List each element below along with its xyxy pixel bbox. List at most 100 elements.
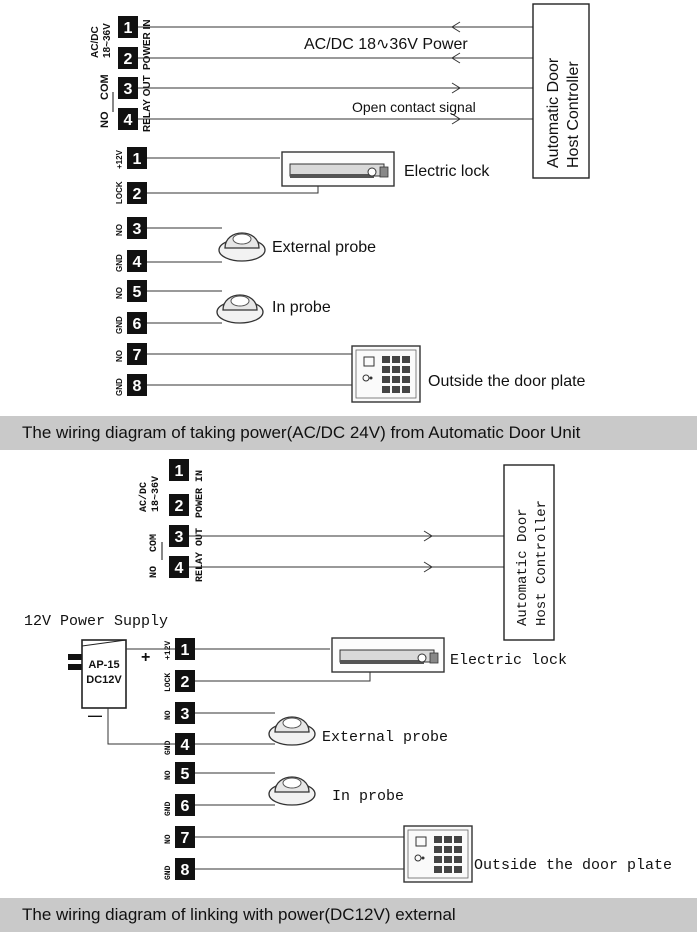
terminal-1 xyxy=(175,638,195,660)
terminal-7 xyxy=(127,343,147,365)
host-controller-line2: Host Controller xyxy=(534,500,550,626)
adapter-model: AP-15 xyxy=(88,659,119,671)
in-probe-label: In probe xyxy=(332,788,404,805)
door-plate-label: Outside the door plate xyxy=(474,857,672,874)
ac-dc-label: AC/DC xyxy=(90,26,101,58)
relay-out-label: RELAY OUT xyxy=(195,528,206,582)
external-probe-label: External probe xyxy=(322,729,448,746)
power-supply-label: 12V Power Supply xyxy=(24,613,168,630)
terminal-label: GND xyxy=(115,378,124,396)
power-adapter-icon: AP-15 DC12V xyxy=(68,639,127,709)
bottom-terminal-block-a: 1 2 3 4 POWER IN RELAY OUT AC/DC 18~36V … xyxy=(138,459,206,582)
bottom-device-wires xyxy=(107,648,404,870)
no-label: NO xyxy=(99,111,111,128)
plus-sign: + xyxy=(141,649,150,666)
terminal-number: 1 xyxy=(124,20,133,37)
terminal-8 xyxy=(127,374,147,396)
terminal-number: 4 xyxy=(133,254,142,271)
terminal-1 xyxy=(118,16,138,38)
in-probe-icon xyxy=(268,776,316,806)
terminal-number: 4 xyxy=(124,112,133,129)
terminal-1 xyxy=(127,147,147,169)
terminal-3 xyxy=(127,217,147,239)
host-controller-line1: Automatic Door xyxy=(545,57,562,168)
electric-lock-icon xyxy=(281,151,395,187)
terminal-label: NO xyxy=(115,350,124,362)
relay-out-label: RELAY OUT xyxy=(142,75,153,132)
terminal-1 xyxy=(169,459,189,481)
terminal-4 xyxy=(169,556,189,578)
bottom-caption: The wiring diagram of linking with power… xyxy=(22,905,456,924)
electric-lock-label: Electric lock xyxy=(404,163,490,180)
terminal-label: +12V xyxy=(164,641,173,660)
top-caption-banner: The wiring diagram of taking power(AC/DC… xyxy=(0,416,697,450)
terminal-number: 1 xyxy=(181,642,190,659)
terminal-label: LOCK xyxy=(164,673,173,692)
in-probe-label: In probe xyxy=(272,299,331,316)
door-plate-label: Outside the door plate xyxy=(428,373,586,390)
open-contact-signal: Open contact signal xyxy=(352,99,476,115)
bottom-caption-banner: The wiring diagram of linking with power… xyxy=(0,898,697,932)
terminal-6 xyxy=(127,312,147,334)
in-probe-icon xyxy=(216,294,264,324)
com-label: COM xyxy=(99,74,111,100)
terminal-label: GND xyxy=(164,740,173,755)
terminal-label: NO xyxy=(164,710,173,720)
power-in-label: POWER IN xyxy=(142,19,153,70)
terminal-8 xyxy=(175,858,195,880)
minus-sign: — xyxy=(88,707,102,723)
terminal-2 xyxy=(169,494,189,516)
voltage-range-label: 18~36V xyxy=(102,23,113,58)
terminal-label: GND xyxy=(164,865,173,880)
keypad-icon xyxy=(403,825,473,883)
terminal-number: 3 xyxy=(181,706,190,723)
terminal-number: 4 xyxy=(175,560,184,577)
terminal-number: 3 xyxy=(175,529,184,546)
bottom-host-controller: Automatic Door Host Controller xyxy=(503,464,555,641)
bottom-terminal-block-b: 1 2 3 4 5 6 7 8 +12V LOCK NO GND NO GND … xyxy=(164,638,195,880)
terminal-label: NO xyxy=(115,287,124,299)
terminal-2 xyxy=(175,670,195,692)
terminal-number: 6 xyxy=(181,798,190,815)
terminal-3 xyxy=(175,702,195,724)
ac-dc-label: AC/DC xyxy=(138,482,150,512)
terminal-label: +12V xyxy=(115,149,124,169)
terminal-number: 1 xyxy=(133,151,142,168)
no-label: NO xyxy=(149,566,160,578)
terminal-label: NO xyxy=(164,834,173,844)
terminal-number: 8 xyxy=(133,378,142,395)
top-terminal-block-b: 1 2 3 4 5 6 7 8 +12V LOCK NO GND NO GND … xyxy=(115,147,147,396)
terminal-number: 3 xyxy=(133,221,142,238)
terminal-3 xyxy=(169,525,189,547)
keypad-icon xyxy=(351,345,421,403)
external-probe-icon xyxy=(218,232,266,262)
terminal-number: 2 xyxy=(124,51,133,68)
terminal-label: GND xyxy=(115,316,124,334)
terminal-label: NO xyxy=(115,224,124,236)
power-in-label: POWER IN xyxy=(195,470,206,518)
electric-lock-icon xyxy=(331,637,445,673)
terminal-number: 2 xyxy=(181,674,190,691)
terminal-number: 1 xyxy=(175,463,184,480)
terminal-4 xyxy=(127,250,147,272)
bottom-host-wires xyxy=(189,530,504,573)
terminal-number: 3 xyxy=(124,81,133,98)
adapter-voltage: DC12V xyxy=(86,674,122,686)
top-host-controller: Automatic Door Host Controller xyxy=(532,3,590,179)
terminal-7 xyxy=(175,826,195,848)
top-caption: The wiring diagram of taking power(AC/DC… xyxy=(22,423,581,442)
terminal-5 xyxy=(127,280,147,302)
terminal-number: 8 xyxy=(181,862,190,879)
host-controller-line2: Host Controller xyxy=(565,61,582,168)
terminal-2 xyxy=(127,182,147,204)
terminal-number: 5 xyxy=(133,284,142,301)
terminal-number: 5 xyxy=(181,766,190,783)
terminal-3 xyxy=(118,77,138,99)
terminal-4 xyxy=(118,108,138,130)
terminal-label: LOCK xyxy=(115,181,124,204)
terminal-number: 2 xyxy=(133,186,142,203)
com-label: COM xyxy=(149,534,160,552)
external-probe-label: External probe xyxy=(272,239,376,256)
